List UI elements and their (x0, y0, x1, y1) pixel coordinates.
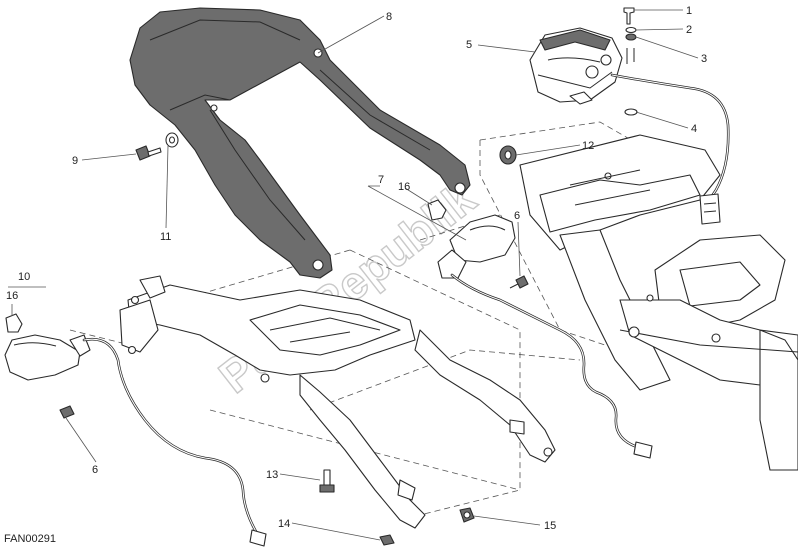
rear-bracket (119, 275, 556, 529)
callout-2: 2 (686, 24, 692, 36)
screw-right (509, 275, 529, 289)
leader-lines (8, 9, 699, 541)
callout-8: 8 (386, 11, 392, 23)
bolts-and-nut (59, 405, 475, 546)
rear-subframe (519, 134, 798, 471)
right-turn-signal (427, 199, 516, 279)
callout-6-right: 6 (514, 210, 520, 222)
callout-7: 7 (378, 174, 384, 186)
hardware-1-2-3-4 (623, 7, 638, 116)
callout-12: 12 (582, 140, 594, 152)
callout-labels: 1 2 3 4 5 6 6 7 8 9 10 11 12 13 14 15 16… (6, 5, 707, 532)
callout-13: 13 (266, 469, 278, 481)
grommet (499, 145, 517, 165)
callout-16-left: 16 (6, 290, 18, 302)
callout-15: 15 (544, 520, 556, 532)
callout-10: 10 (18, 271, 30, 283)
callout-16-right: 16 (398, 181, 410, 193)
tail-light-cable (610, 73, 730, 225)
callout-4: 4 (691, 123, 697, 135)
callout-1: 1 (686, 5, 692, 17)
seat-cowl (129, 7, 471, 279)
tail-light (529, 27, 623, 105)
callout-14: 14 (278, 518, 290, 530)
drawing-code: FAN00291 (4, 533, 56, 545)
callout-3: 3 (701, 53, 707, 65)
callout-5: 5 (466, 39, 472, 51)
left-signal-cable (82, 337, 267, 547)
right-signal-cable (450, 273, 653, 459)
left-turn-signal (4, 313, 91, 381)
callout-6-left: 6 (92, 464, 98, 476)
callout-9: 9 (72, 155, 78, 167)
screw-and-washer (135, 132, 179, 161)
callout-11: 11 (160, 231, 171, 243)
